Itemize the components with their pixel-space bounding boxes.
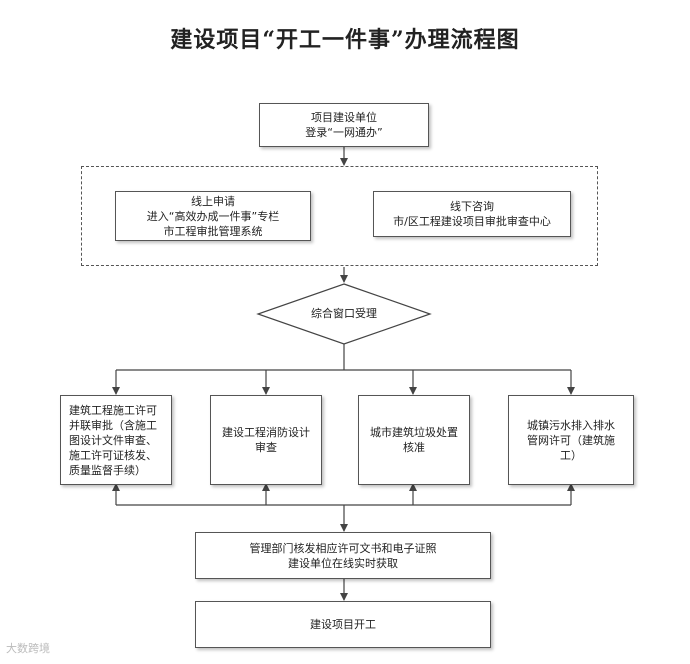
node-window-label: 综合窗口受理 bbox=[311, 307, 377, 320]
node-start: 项目建设单位 登录“一网通办” bbox=[259, 103, 429, 147]
node-issue: 管理部门核发相应许可文书和电子证照 建设单位在线实时获取 bbox=[195, 532, 491, 579]
node-offline-consult: 线下咨询 市/区工程建设项目审批审查中心 bbox=[373, 191, 571, 237]
window-diamond bbox=[256, 283, 432, 345]
node-p1: 建筑工程施工许可 并联审批（含施工 图设计文件审查、 施工许可证核发、 质量监督… bbox=[60, 395, 172, 485]
watermark: 大数跨境 bbox=[6, 642, 50, 655]
node-end: 建设项目开工 bbox=[195, 601, 491, 648]
node-online-apply: 线上申请 进入“高效办成一件事”专栏 市工程审批管理系统 bbox=[115, 191, 311, 241]
node-p4: 城镇污水排入排水 管网许可（建筑施 工） bbox=[508, 395, 634, 485]
apply-group bbox=[81, 166, 598, 266]
diagram-title: 建设项目“开工一件事”办理流程图 bbox=[170, 27, 520, 53]
node-p2: 建设工程消防设计 审查 bbox=[210, 395, 322, 485]
node-p3: 城市建筑垃圾处置 核准 bbox=[358, 395, 470, 485]
